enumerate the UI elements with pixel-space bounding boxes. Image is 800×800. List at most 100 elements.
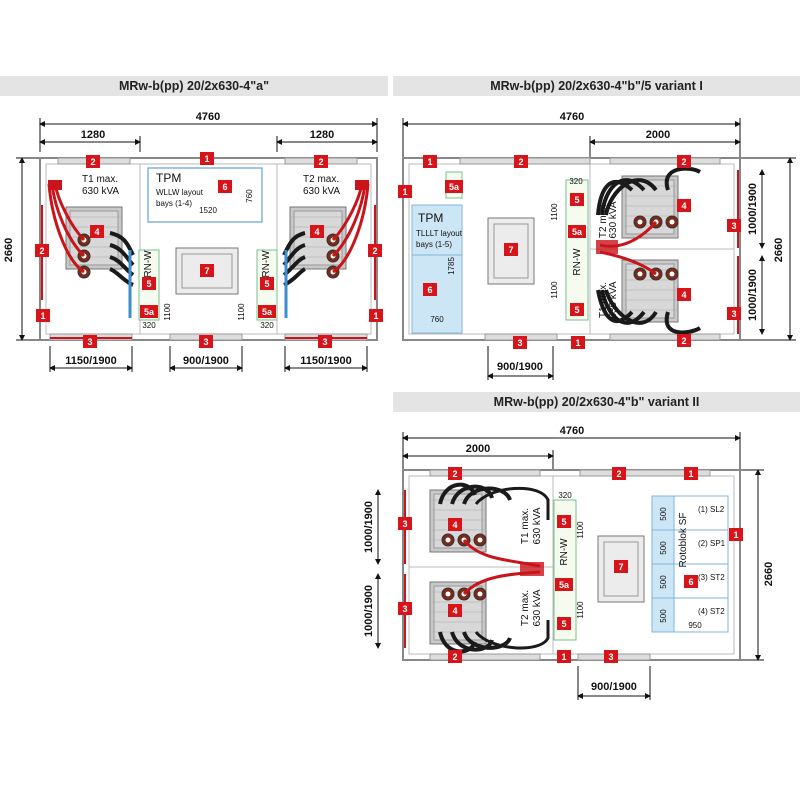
svg-text:3: 3	[322, 337, 327, 347]
t2-a-label: T2 max.	[303, 174, 339, 185]
t2-b2-kva: 630 kVA	[532, 589, 543, 626]
t2-b1-label: T2 max.	[598, 202, 609, 238]
t1-b1-label: T1 max.	[598, 282, 609, 318]
svg-text:2: 2	[616, 469, 621, 479]
svg-text:2: 2	[681, 157, 686, 167]
svg-text:6: 6	[222, 182, 227, 192]
tpm-b1-label: TPM	[418, 211, 443, 225]
svg-text:2: 2	[681, 336, 686, 346]
svg-text:5a: 5a	[572, 227, 583, 237]
svg-text:5a: 5a	[144, 307, 155, 317]
svg-text:2: 2	[39, 246, 44, 256]
rnw-b2: RN-W	[559, 538, 570, 566]
dim-rsf-4: 500	[659, 609, 668, 623]
t2-b1-kva: 630 kVA	[608, 201, 619, 238]
dim-b1-trafo: 2000	[646, 129, 670, 141]
dim-320-left: 320	[142, 321, 156, 330]
svg-text:1: 1	[427, 157, 432, 167]
t1-a-label: T1 max.	[82, 174, 118, 185]
svg-text:1: 1	[402, 187, 407, 197]
svg-text:7: 7	[204, 266, 209, 276]
dim-b2-total: 4760	[560, 425, 584, 437]
svg-text:4: 4	[314, 227, 319, 237]
svg-text:5: 5	[146, 279, 151, 289]
svg-text:4: 4	[681, 201, 686, 211]
dim-b1-1100a: 1100	[550, 203, 559, 221]
svg-text:5a: 5a	[559, 580, 570, 590]
svg-text:5: 5	[574, 305, 579, 315]
rnw-a-right: RN-W	[261, 250, 272, 278]
dim-rnw-right: 1100	[237, 303, 246, 321]
variant-a-plan: 4760 1280 1280 2660 TPM WLLW layout bay	[3, 111, 383, 372]
dim-b1-tpm-h: 1785	[447, 257, 456, 275]
dim-b1-vent-top: 1000/1900	[747, 183, 759, 235]
tpm-a-layout: WLLW layout	[156, 188, 204, 197]
t1-b2-label: T1 max.	[520, 508, 531, 544]
svg-text:1: 1	[561, 652, 566, 662]
tpm-b1-bays: bays (1-5)	[416, 240, 452, 249]
variant-b1-plan: 4760 2000 2660 1000/1900 1000/1900 TPM T…	[398, 111, 796, 380]
svg-text:1: 1	[373, 311, 378, 321]
svg-text:2: 2	[372, 246, 377, 256]
title-variant-b2: MRw-b(pp) 20/2x630-4"b" variant II	[393, 392, 800, 412]
svg-text:5a: 5a	[262, 307, 273, 317]
svg-text:4: 4	[94, 227, 99, 237]
svg-text:3: 3	[517, 338, 522, 348]
rsf-st2b: (4) ST2	[698, 607, 725, 616]
dim-bay-right: 1280	[310, 129, 334, 141]
dim-b1-1100b: 1100	[550, 281, 559, 299]
svg-text:5a: 5a	[449, 182, 460, 192]
svg-text:4: 4	[452, 606, 457, 616]
svg-text:1: 1	[688, 469, 693, 479]
title-variant-b1: MRw-b(pp) 20/2x630-4"b"/5 variant I	[393, 76, 800, 96]
dim-b1-total: 4760	[560, 111, 584, 123]
dim-total-width: 4760	[196, 111, 220, 123]
dim-b1-vent: 900/1900	[497, 361, 543, 373]
dim-b2-1100a: 1100	[576, 521, 585, 539]
svg-text:2: 2	[318, 157, 323, 167]
t2-a-kva: 630 kVA	[303, 186, 340, 197]
dim-depth: 2660	[3, 238, 15, 262]
svg-text:2: 2	[452, 469, 457, 479]
rsf-sl2: (1) SL2	[698, 505, 725, 514]
svg-text:3: 3	[87, 337, 92, 347]
t1-a-kva: 630 kVA	[82, 186, 119, 197]
dim-rsf-2: 500	[659, 541, 668, 555]
svg-text:4: 4	[681, 290, 686, 300]
rotoblok-label: Rotoblok SF	[678, 512, 689, 567]
dim-320-right: 320	[260, 321, 274, 330]
svg-text:3: 3	[731, 309, 736, 319]
svg-text:2: 2	[518, 157, 523, 167]
dim-b2-320: 320	[558, 491, 572, 500]
tags-b1: 1 2 2 1 3 3 3 1 2 4 4 5 5 5a 5a 6 7	[398, 155, 741, 349]
dim-vent-a: 900/1900	[183, 355, 229, 367]
svg-text:3: 3	[402, 604, 407, 614]
svg-text:5: 5	[561, 517, 566, 527]
tpm-a-label: TPM	[156, 171, 181, 185]
svg-text:7: 7	[618, 562, 623, 572]
svg-text:2: 2	[452, 652, 457, 662]
rsf-st2a: (3) ST2	[698, 573, 725, 582]
tpm-b1-layout: TLLLT layout	[416, 229, 463, 238]
t2-b2-label: T2 max.	[520, 590, 531, 626]
t1-b1-kva: 630 kVA	[608, 281, 619, 318]
dim-rsf-w: 950	[688, 621, 702, 630]
dim-rsf-1: 500	[659, 507, 668, 521]
svg-text:5: 5	[574, 195, 579, 205]
dim-rsf-3: 500	[659, 575, 668, 589]
tags-b2: 2 2 1 1 3 3 2 1 3 4 4 5 5 5a 6 7	[398, 467, 743, 663]
svg-text:4: 4	[452, 520, 457, 530]
dim-door-left: 1150/1900	[65, 355, 116, 367]
dim-b1-depth: 2660	[773, 238, 785, 262]
svg-text:5: 5	[264, 279, 269, 289]
tags-a: 1 2 2 2 2 1 1 3 3 3 4 4 5 5 5a 5a 6 7	[35, 152, 383, 348]
svg-text:6: 6	[688, 577, 693, 587]
rsf-sp1: (2) SP1	[698, 539, 726, 548]
svg-text:3: 3	[731, 221, 736, 231]
dim-b1-vent-bot: 1000/1900	[747, 269, 759, 321]
dim-tpm-h: 760	[245, 189, 254, 203]
dim-b2-trafo: 2000	[466, 443, 490, 455]
svg-text:2: 2	[90, 157, 95, 167]
svg-text:7: 7	[508, 245, 513, 255]
